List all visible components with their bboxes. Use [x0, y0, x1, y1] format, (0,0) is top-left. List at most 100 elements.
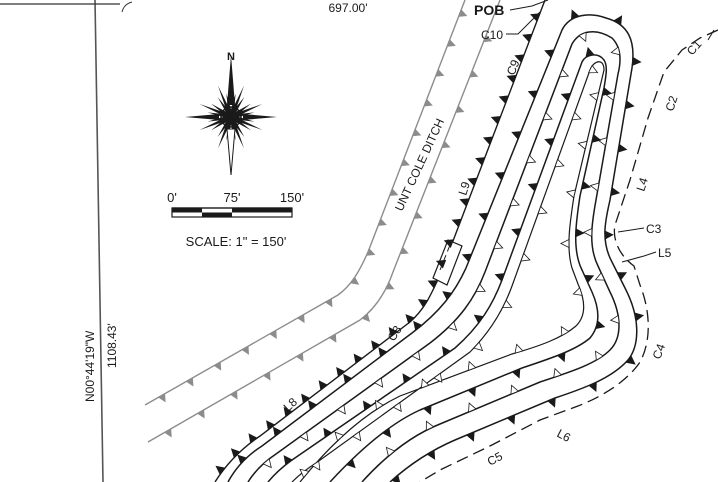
- slope-mark: [163, 428, 172, 438]
- l8-label: L8: [281, 395, 301, 415]
- slope-mark: [389, 188, 399, 197]
- slope-mark: [624, 100, 635, 110]
- slope-mark: [589, 92, 600, 102]
- slope-mark: [262, 371, 271, 381]
- slope-mark: [427, 175, 437, 184]
- slope-mark: [362, 400, 373, 411]
- c10-label: C10: [481, 28, 503, 42]
- slope-mark: [299, 431, 309, 442]
- slope-mark: [371, 340, 381, 351]
- slope-mark: [411, 350, 421, 361]
- slope-mark: [468, 402, 477, 413]
- c2-label: C2: [663, 94, 681, 113]
- slope-mark: [604, 230, 614, 240]
- slope-mark: [494, 273, 505, 282]
- slope-mark: [426, 449, 436, 460]
- slope-mark: [377, 218, 387, 226]
- slope-mark: [334, 431, 345, 442]
- slope-mark: [583, 274, 595, 284]
- pob-label: POB: [474, 2, 504, 18]
- c4-label: C4: [650, 342, 669, 362]
- slope-mark: [554, 158, 565, 168]
- c1-leader: [707, 29, 715, 41]
- ditch-bank-west: [144, 0, 466, 406]
- slope-mark: [458, 9, 468, 17]
- slope-mark: [423, 98, 433, 107]
- distance-label: 1108.43': [105, 323, 119, 368]
- ditch-bank-east: [147, 0, 501, 443]
- slope-mark: [547, 397, 556, 408]
- slope-mark: [157, 393, 166, 403]
- slope-mark: [350, 276, 360, 285]
- slope-mark: [425, 420, 435, 431]
- slope-mark: [617, 143, 628, 153]
- slope-mark: [451, 218, 462, 228]
- slope-mark: [413, 320, 423, 331]
- slope-mark: [473, 314, 485, 324]
- slope-mark: [323, 427, 333, 438]
- slope-mark: [589, 182, 600, 192]
- slope-mark: [498, 95, 509, 105]
- slope-mark: [343, 373, 353, 384]
- slope-mark: [417, 299, 429, 308]
- slope-mark: [591, 133, 602, 143]
- slope-mark: [511, 368, 521, 379]
- slope-mark: [544, 49, 555, 59]
- slope-mark: [631, 56, 642, 66]
- slope-mark: [506, 74, 517, 84]
- top-distance-label: 697.00': [329, 1, 368, 15]
- slope-mark: [595, 320, 606, 330]
- slope-mark: [514, 54, 525, 64]
- slope-mark: [318, 380, 328, 391]
- slope-mark: [435, 68, 445, 77]
- slope-mark: [475, 157, 486, 166]
- slope-mark: [587, 64, 599, 74]
- slope-mark: [601, 86, 612, 97]
- slope-mark: [625, 355, 636, 365]
- channel-outer-wall: [227, 14, 638, 482]
- slope-mark: [511, 228, 522, 237]
- slope-mark: [353, 353, 363, 364]
- slope-mark: [248, 433, 258, 444]
- scale-bar: [171, 207, 293, 218]
- slope-mark: [185, 377, 194, 387]
- slope-mark: [413, 211, 423, 219]
- c5-label: C5: [485, 449, 505, 469]
- slope-mark: [467, 386, 476, 397]
- slope-mark: [493, 240, 504, 250]
- slope-mark: [385, 446, 396, 457]
- slope-mark: [580, 180, 592, 190]
- slope-mark: [577, 140, 588, 150]
- slope-mark: [388, 327, 399, 338]
- slope-mark: [560, 238, 570, 249]
- slope-mark: [613, 15, 623, 26]
- east-boundary-dashed: [419, 29, 718, 482]
- slope-mark: [553, 367, 563, 379]
- slope-mark: [588, 381, 597, 392]
- l5-label: L5: [658, 246, 672, 260]
- slope-mark: [446, 38, 456, 47]
- slope-mark: [478, 212, 489, 222]
- slope-mark: [435, 259, 447, 269]
- slope-mark: [375, 399, 384, 411]
- slope-mark: [324, 298, 333, 308]
- slope-mark: [537, 205, 548, 215]
- slope-mark: [336, 366, 346, 378]
- slope-mark: [272, 426, 283, 437]
- slope-mark: [610, 46, 621, 56]
- slope-mark: [402, 373, 412, 384]
- top-curve-fragment: [121, 1, 133, 13]
- slope-mark: [459, 198, 470, 207]
- slope-mark: [433, 372, 443, 383]
- slope-mark: [542, 111, 553, 121]
- slope-mark: [412, 128, 422, 137]
- slope-mark: [510, 384, 520, 395]
- slope-mark: [494, 171, 506, 181]
- channel-wall-2: [247, 31, 621, 482]
- slope-mark: [556, 351, 566, 363]
- slope-mark: [571, 111, 582, 121]
- slope-mark: [482, 136, 494, 146]
- slope-mark: [373, 377, 384, 388]
- slope-mark: [311, 460, 321, 471]
